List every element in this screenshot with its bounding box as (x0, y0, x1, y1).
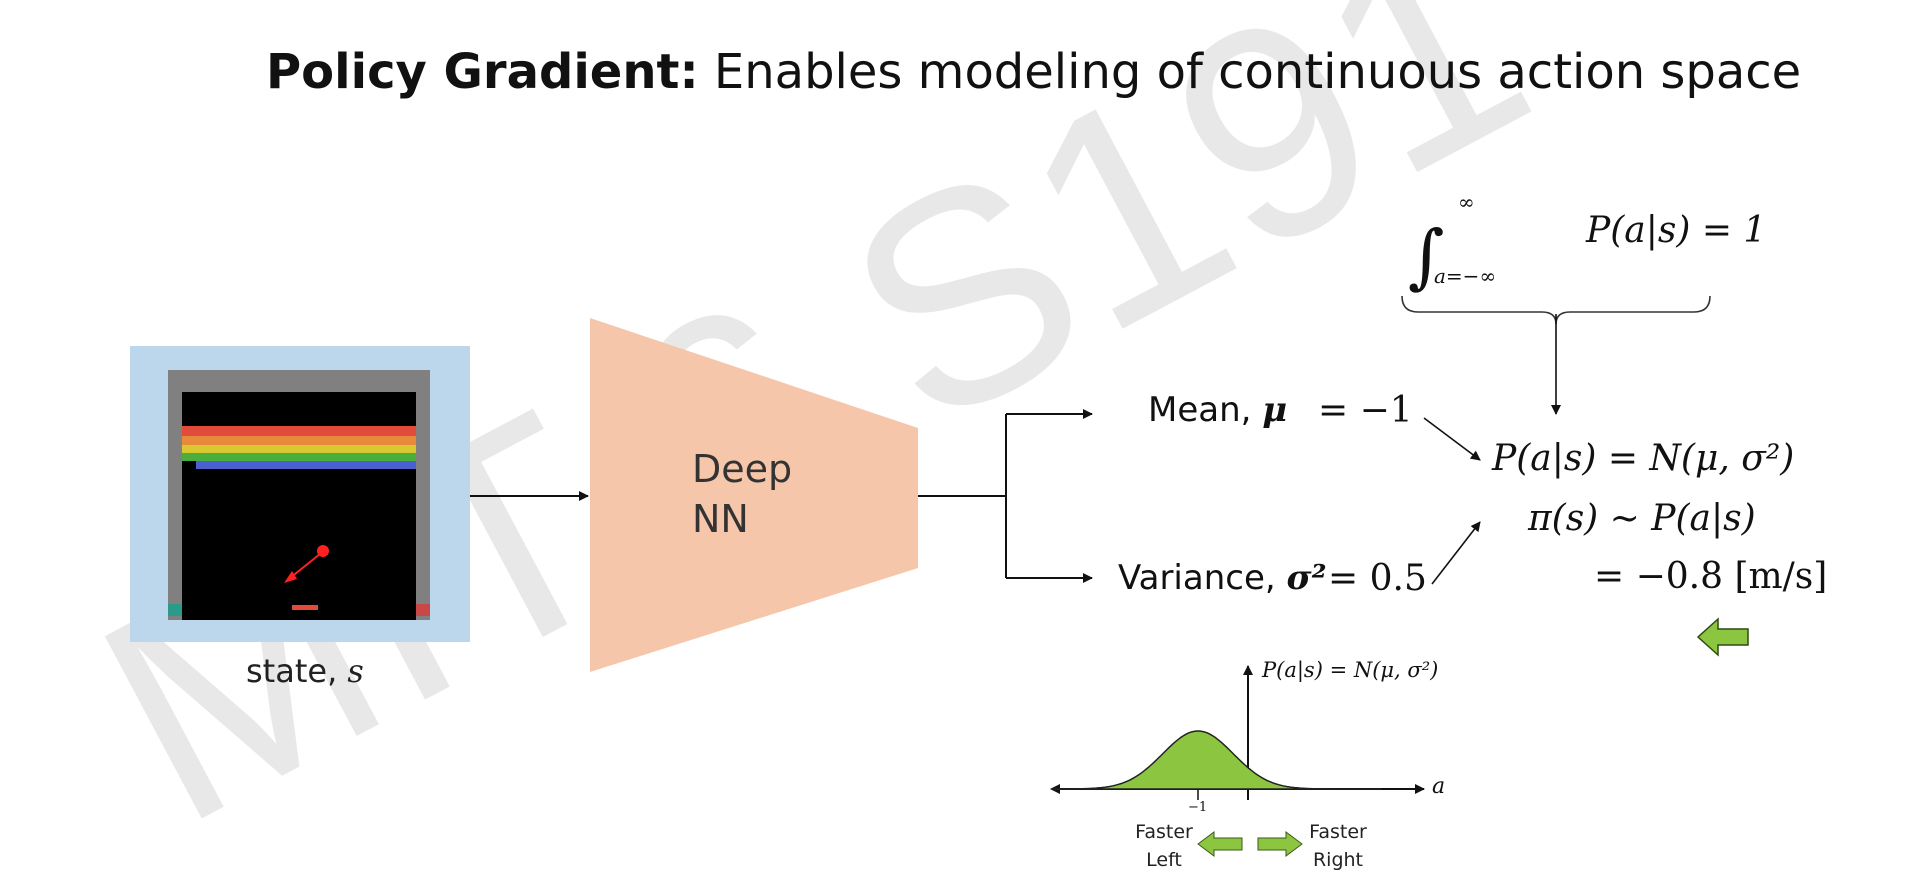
left-arrow-icon (1696, 617, 1749, 657)
neural-network-block (590, 318, 918, 672)
variance-value: = 0.5 (1328, 558, 1427, 599)
integral-lower: a=−∞ (1434, 264, 1497, 288)
nn-label-line1: Deep (692, 447, 793, 491)
variance-symbol: σ² (1286, 558, 1327, 598)
variance-label: Variance, σ² (1118, 558, 1326, 598)
gaussian-curve (1053, 730, 1381, 790)
plot-x-axis-label: a (1432, 774, 1446, 799)
faster-right-label: Faster Right (1309, 821, 1367, 871)
variance-label-text: Variance, (1118, 558, 1287, 598)
faster-right-icon (1257, 831, 1303, 857)
title-bold: Policy Gradient: (266, 44, 699, 100)
faster-left-icon (1197, 831, 1243, 857)
state-caption-text: state, (246, 652, 348, 690)
distribution-plot (1050, 665, 1425, 857)
integral-upper: ∞ (1458, 190, 1475, 214)
sample-value: = −0.8 [m/s] (1594, 556, 1828, 597)
plot-curve-label: P(a|s) = N(μ, σ²) (1262, 658, 1439, 682)
mean-symbol: μ (1262, 390, 1288, 430)
plot-tick-label: −1 (1188, 800, 1208, 815)
nn-label: Deep NN (692, 444, 792, 544)
distribution-equation: P(a|s) = N(μ, σ²) (1492, 438, 1795, 479)
faster-left-label: Faster Left (1135, 821, 1193, 871)
mean-label: Mean, μ (1148, 390, 1287, 430)
title-rest: Enables modeling of continuous action sp… (698, 44, 1802, 100)
mean-label-text: Mean, (1148, 390, 1263, 430)
integral-expression: P(a|s) = 1 (1586, 210, 1767, 251)
paddle (292, 605, 318, 610)
mean-value: = −1 (1318, 390, 1413, 431)
slide-title: Policy Gradient: Enables modeling of con… (266, 44, 1801, 100)
state-caption: state, s (246, 652, 364, 690)
state-caption-var: s (347, 652, 364, 690)
integral-icon: ∫ (1408, 215, 1444, 297)
nn-label-line2: NN (692, 497, 749, 541)
state-game-image (130, 346, 470, 642)
policy-equation: π(s) ~ P(a|s) (1528, 498, 1756, 539)
